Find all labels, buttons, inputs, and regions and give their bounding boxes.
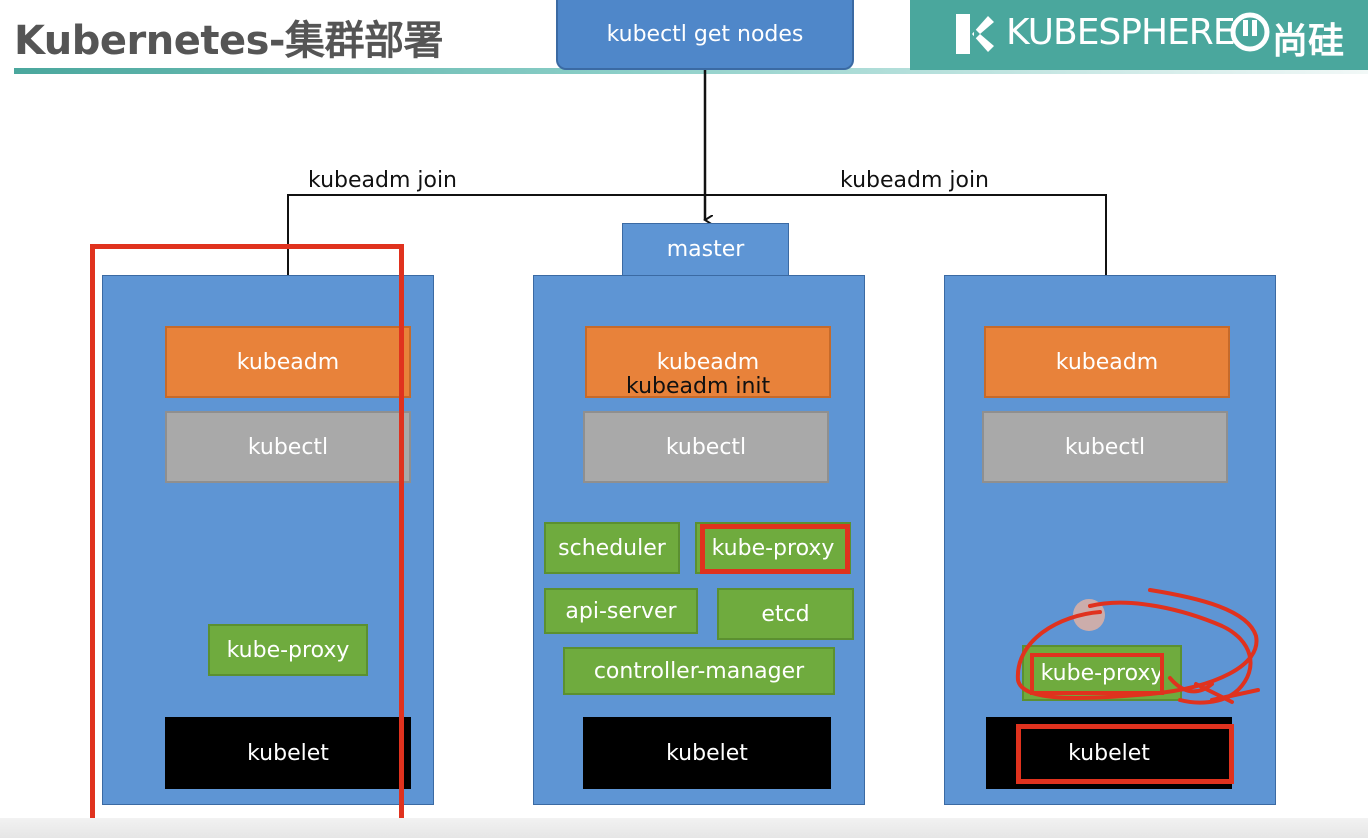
left-kubelet: kubelet [165, 717, 411, 789]
slide-bottom-bar [0, 818, 1368, 838]
master-kubectl: kubectl [583, 411, 829, 483]
annotation-master-kube-proxy-frame [700, 524, 850, 574]
master-kube-proxy: kube-proxy [695, 522, 851, 574]
left-kubeadm: kubeadm [165, 326, 411, 398]
brand-banner: KUBESPHERE 尚硅 [910, 0, 1368, 70]
left-join-label: kubeadm join [308, 168, 458, 193]
master-kubelet: kubelet [583, 717, 831, 789]
left-kube-proxy: kube-proxy [208, 624, 368, 676]
command-box: kubectl get nodes [556, 0, 854, 70]
page-title: Kubernetes-集群部署 [14, 18, 444, 64]
right-kubelet: kubelet [986, 717, 1232, 789]
master-etcd: etcd [717, 588, 854, 640]
master-controller-manager: controller-manager [563, 647, 835, 695]
annotation-right-kube-proxy-frame [1030, 653, 1164, 695]
brand-name: KUBESPHERE [1006, 12, 1236, 53]
annotation-right-kubelet-frame [1016, 724, 1234, 784]
atguigu-logo-icon [1230, 12, 1270, 52]
kubesphere-logo-icon [956, 14, 994, 54]
kubeadm-init-label: kubeadm init [626, 374, 771, 399]
master-scheduler: scheduler [544, 522, 680, 574]
master-kubeadm: kubeadm [585, 326, 831, 398]
left-kubectl: kubectl [165, 411, 411, 483]
right-kubectl: kubectl [982, 411, 1228, 483]
right-join-label: kubeadm join [840, 168, 990, 193]
master-tab: master [622, 223, 789, 275]
title-underline [14, 68, 1368, 74]
annotation-left-node-frame [90, 244, 404, 838]
master-kubeadm-label: kubeadm [656, 349, 760, 375]
brand-partner: 尚硅 [1272, 21, 1345, 62]
right-kubeadm: kubeadm [984, 326, 1230, 398]
master-api-server: api-server [544, 588, 698, 634]
